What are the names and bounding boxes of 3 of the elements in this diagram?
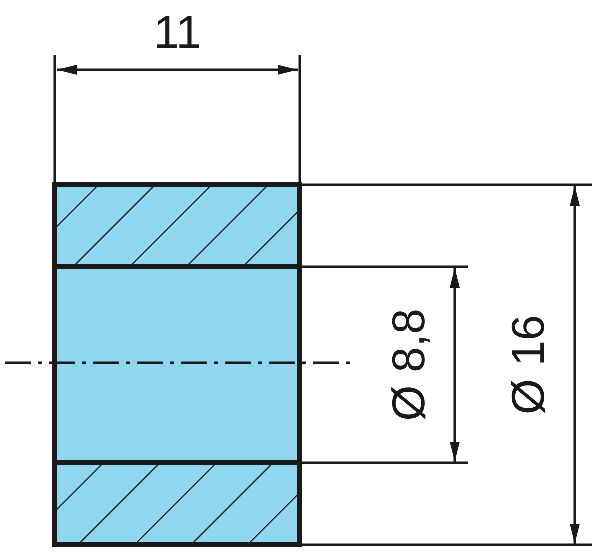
dimension-value: Ø 16 (504, 315, 551, 415)
dimension-value: 11 (154, 9, 202, 55)
dimension-value: Ø 8,8 (384, 308, 431, 422)
